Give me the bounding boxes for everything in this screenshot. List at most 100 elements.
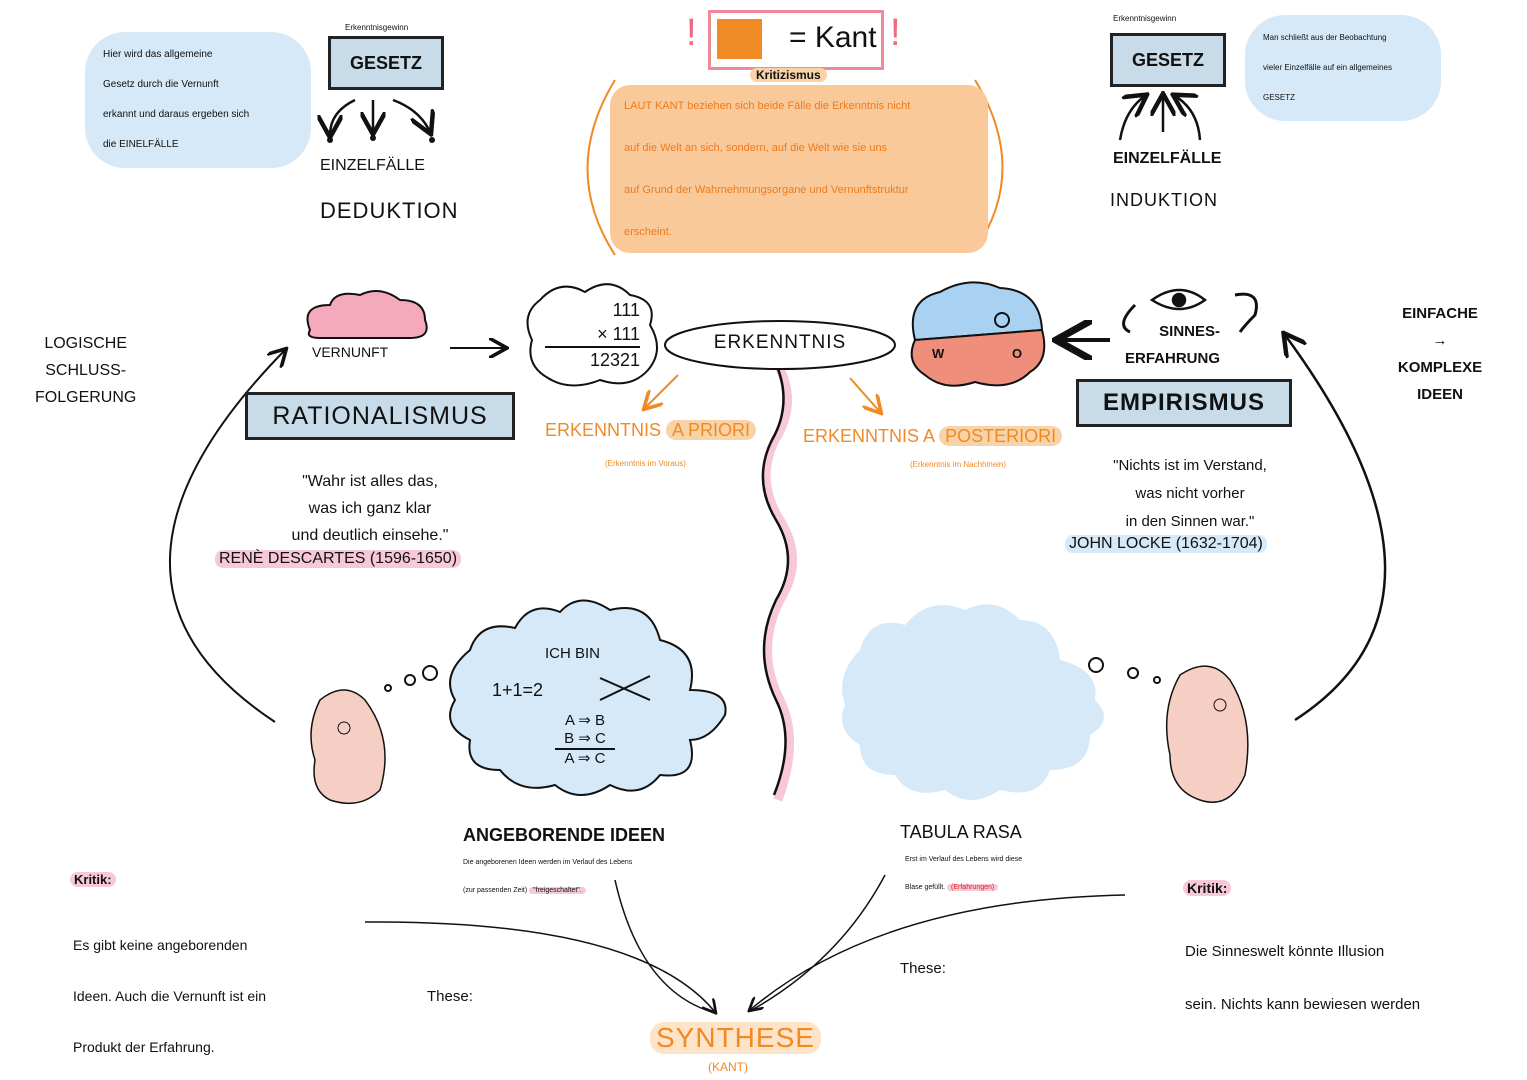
cloud-logic: A ⇒ B B ⇒ C A ⇒ C bbox=[555, 712, 615, 768]
induction-note: Man schließt aus der Beobachtung vieler … bbox=[1245, 15, 1441, 121]
deduction-cases: EINZELFÄLLE bbox=[320, 157, 425, 174]
note-line: vieler Einzelfälle auf ein allgemeines bbox=[1263, 63, 1392, 72]
innate-ideas-text: Die angeborenen Ideen werden im Verlauf … bbox=[463, 849, 632, 905]
deduction-caption: Erkenntnisgewinn bbox=[345, 23, 409, 32]
kritik-line: Produkt der Erfahrung. bbox=[73, 1039, 215, 1055]
text-line: Die angeborenen Ideen werden im Verlauf … bbox=[463, 859, 633, 866]
note-line: Gesetz durch die Vernunft bbox=[103, 79, 219, 90]
locke-quote: "Nichts ist im Verstand, was nicht vorhe… bbox=[1070, 452, 1310, 536]
innate-ideas-title: ANGEBORENDE IDEEN bbox=[463, 825, 666, 845]
rationalismus-title: RATIONALISMUS bbox=[245, 392, 515, 440]
cloud-equation: 1+1=2 bbox=[492, 680, 544, 700]
note-line: erkannt und daraus ergeben sich bbox=[103, 109, 250, 120]
simple-complex-ideas: EINFACHE → KOMPLEXE IDEEN bbox=[1385, 300, 1495, 408]
kritik-right-label: Kritik: bbox=[1183, 880, 1232, 896]
tabula-rasa-title: TABULA RASA bbox=[900, 822, 1022, 842]
kant-equals: = Kant bbox=[789, 21, 877, 54]
erkenntnis-label: ERKENNTNIS bbox=[713, 332, 847, 353]
logic-line: A ⇒ C bbox=[564, 750, 606, 767]
math-cloud bbox=[526, 283, 658, 387]
a-posteriori-text: ERKENNTNIS A bbox=[803, 426, 935, 446]
embryo-right-icon bbox=[1165, 665, 1249, 803]
label-line: KOMPLEXE bbox=[1397, 359, 1483, 376]
a-priori-sub: (Erkenntnis im Voraus) bbox=[605, 459, 686, 468]
kritik-left-label: Kritik: bbox=[70, 872, 116, 887]
note-line: Hier wird das allgemeine bbox=[103, 49, 213, 60]
divider bbox=[761, 354, 790, 796]
kritik-line: Es gibt keine angeborenden bbox=[73, 937, 248, 953]
a-priori-text: ERKENNTNIS bbox=[545, 420, 662, 440]
text-line: (zur passenden Zeit) bbox=[463, 887, 530, 894]
descartes-quote: "Wahr ist alles das, was ich ganz klar u… bbox=[255, 468, 485, 549]
multiplication: 111 × 111 12321 bbox=[545, 298, 640, 372]
synthese-label: SYNTHESE bbox=[650, 1022, 821, 1054]
kant-box: = Kant bbox=[708, 10, 884, 70]
locke-author: JOHN LOCKE (1632-1704) bbox=[1065, 535, 1267, 553]
label-line: FOLGERUNG bbox=[35, 389, 137, 406]
kritik-line: Ideen. Auch die Vernunft ist ein bbox=[73, 988, 267, 1004]
math-line: 111 bbox=[612, 300, 640, 320]
thought-cloud-right bbox=[842, 604, 1104, 800]
label-line: ERFAHRUNG bbox=[1125, 350, 1221, 367]
highlighter-swatch-icon bbox=[717, 19, 762, 59]
kant-line: erscheint. bbox=[624, 226, 672, 238]
kant-text: LAUT KANT beziehen sich beide Fälle die … bbox=[610, 85, 988, 253]
vernunft-label: VERNUNFT bbox=[312, 344, 389, 360]
label-line: SINNES- bbox=[1159, 323, 1221, 340]
math-line: 12321 bbox=[589, 350, 640, 370]
label-line: LOGISCHE bbox=[44, 335, 128, 352]
quote-line: was nicht vorher bbox=[1135, 485, 1245, 502]
quote-line: was ich ganz klar bbox=[308, 500, 432, 517]
empirismus-title: EMPIRISMUS bbox=[1076, 379, 1292, 427]
exclamation-icon: ! bbox=[686, 12, 697, 54]
kant-subtitle: Kritizismus bbox=[750, 68, 827, 82]
note-line: GESETZ bbox=[1263, 93, 1296, 102]
note-line: Man schließt aus der Beobachtung bbox=[1263, 33, 1387, 42]
cloud-ich-bin: ICH BIN bbox=[545, 645, 601, 662]
ear-icon bbox=[1234, 292, 1258, 333]
induction-cases: EINZELFÄLLE bbox=[1113, 150, 1222, 167]
deduction-law-box: GESETZ bbox=[328, 36, 444, 90]
tabula-rasa-text: Erst im Verlauf des Lebens wird diese Bl… bbox=[905, 846, 1022, 902]
these-right: These: bbox=[900, 960, 946, 977]
deduction-note: Hier wird das allgemeine Gesetz durch di… bbox=[85, 32, 311, 168]
nose-icon bbox=[1122, 303, 1137, 334]
descartes-author: RENÈ DESCARTES (1596-1650) bbox=[215, 550, 462, 568]
these-left: These: bbox=[427, 988, 473, 1005]
text-line: Erst im Verlauf des Lebens wird diese bbox=[905, 856, 1023, 863]
label-line: SCHLUSS- bbox=[45, 362, 127, 379]
kritik-left-text: Es gibt keine angeborenden Ideen. Auch d… bbox=[73, 920, 266, 1073]
logic-line: A ⇒ B bbox=[564, 712, 606, 729]
eye-icon bbox=[1149, 288, 1208, 311]
quote-line: in den Sinnen war." bbox=[1125, 513, 1255, 530]
a-posteriori-sub: (Erkenntnis im Nachhinein) bbox=[910, 460, 1007, 469]
erkenntnis-ellipse bbox=[664, 320, 896, 370]
exclamation-icon: ! bbox=[890, 12, 901, 54]
a-priori-highlight: A PRIORI bbox=[666, 420, 757, 440]
synthese-sub: (KANT) bbox=[708, 1060, 748, 1074]
kant-line: LAUT KANT beziehen sich beide Fälle die … bbox=[624, 100, 911, 112]
brain-letter-w: W bbox=[932, 346, 945, 361]
kant-line: auf die Welt an sich, sondern, auf die W… bbox=[624, 142, 888, 154]
label-line: EINFACHE bbox=[1402, 305, 1478, 322]
deduction-arrows bbox=[330, 96, 1202, 141]
a-priori-heading: ERKENNTNIS A PRIORI bbox=[545, 420, 757, 441]
a-posteriori-highlight: POSTERIORI bbox=[939, 426, 1063, 446]
deduction-label: DEDUKTION bbox=[320, 198, 459, 223]
arrow-icon: → bbox=[1432, 332, 1448, 349]
brain-icon bbox=[306, 290, 428, 339]
embryo-left-icon bbox=[310, 689, 386, 805]
quote-line: "Nichts ist im Verstand, bbox=[1113, 457, 1267, 474]
logic-line: B ⇒ C bbox=[555, 730, 615, 750]
highlight: (Erfahrungen) bbox=[947, 884, 999, 891]
kant-line: auf Grund der Wahrnehmungsorgane und Ver… bbox=[624, 184, 909, 196]
highlight: "freigeschaltet". bbox=[529, 887, 586, 894]
kritik-line: Die Sinneswelt könnte Illusion bbox=[1185, 943, 1385, 960]
kritik-line: sein. Nichts kann bewiesen werden bbox=[1185, 996, 1421, 1013]
sense-experience-label: SINNES- ERFAHRUNG bbox=[1125, 318, 1220, 372]
note-line: die EINELFÄLLE bbox=[103, 139, 179, 150]
kritik-right-text: Die Sinneswelt könnte Illusion sein. Nic… bbox=[1185, 925, 1420, 1031]
logical-inference-label: LOGISCHE SCHLUSS- FOLGERUNG bbox=[35, 330, 136, 411]
